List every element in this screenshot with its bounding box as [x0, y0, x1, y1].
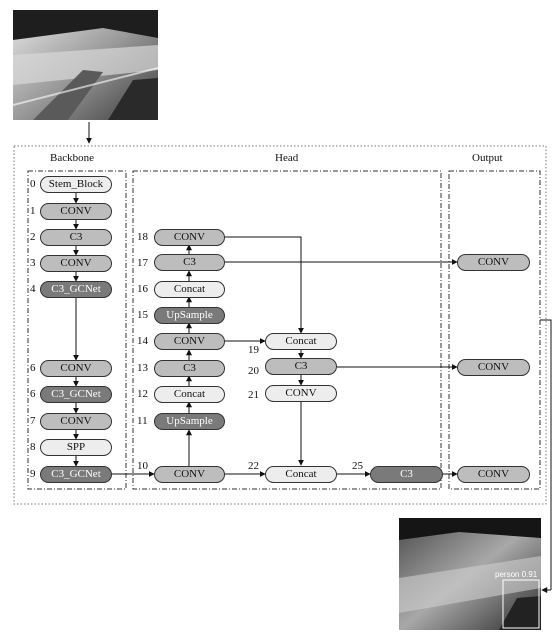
- layer-index: 13: [137, 362, 148, 374]
- result-image: person 0.91: [399, 518, 541, 630]
- node-output-conv: CONV: [457, 359, 530, 376]
- node-c3-gcnet: C3_GCNet: [40, 281, 112, 298]
- layer-index: 4: [30, 283, 36, 295]
- section-title-backbone: Backbone: [50, 152, 94, 164]
- section-title-head: Head: [275, 152, 299, 164]
- layer-index: 1: [30, 205, 36, 217]
- layer-index: 0: [30, 178, 36, 190]
- layer-index: 6: [30, 388, 36, 400]
- layer-index: 21: [248, 389, 259, 401]
- layer-index: 17: [137, 257, 148, 269]
- layer-index: 19: [248, 344, 259, 356]
- layer-index: 9: [30, 468, 36, 480]
- node-concat: Concat: [154, 281, 225, 298]
- layer-index: 18: [137, 231, 148, 243]
- node-c3: C3: [154, 360, 225, 377]
- section-title-output: Output: [472, 152, 503, 164]
- detection-label: person 0.91: [495, 570, 538, 579]
- node-c3: C3: [370, 466, 443, 483]
- node-conv: CONV: [154, 229, 225, 246]
- layer-index: 16: [137, 283, 148, 295]
- node-output-conv: CONV: [457, 466, 530, 483]
- node-spp: SPP: [40, 439, 112, 456]
- layer-index: 12: [137, 388, 148, 400]
- node-conv: CONV: [40, 203, 112, 220]
- node-concat: Concat: [265, 466, 337, 483]
- node-c3: C3: [154, 254, 225, 271]
- node-conv: CONV: [154, 333, 225, 350]
- node-c3: C3: [265, 358, 337, 375]
- layer-index: 8: [30, 441, 36, 453]
- input-photo-drawing: [13, 10, 158, 120]
- input-image: [13, 10, 158, 120]
- node-conv: CONV: [154, 466, 225, 483]
- node-conv: CONV: [265, 385, 337, 402]
- result-photo-drawing: [399, 518, 541, 630]
- node-concat: Concat: [265, 333, 337, 350]
- node-output-conv: CONV: [457, 254, 530, 271]
- node-upsample: UpSample: [154, 307, 225, 324]
- layer-index: 14: [137, 335, 148, 347]
- node-upsample: UpSample: [154, 413, 225, 430]
- node-conv: CONV: [40, 360, 112, 377]
- layer-index: 3: [30, 257, 36, 269]
- node-c3-gcnet: C3_GCNet: [40, 466, 112, 483]
- node-stem-block: Stem_Block: [40, 176, 112, 193]
- layer-index: 11: [137, 415, 148, 427]
- node-c3-gcnet: C3_GCNet: [40, 386, 112, 403]
- layer-index: 10: [137, 460, 148, 472]
- layer-index: 20: [248, 365, 259, 377]
- node-concat: Concat: [154, 386, 225, 403]
- layer-index: 6: [30, 362, 36, 374]
- node-conv: CONV: [40, 255, 112, 272]
- layer-index: 7: [30, 415, 36, 427]
- layer-index: 22: [248, 460, 259, 472]
- node-conv: CONV: [40, 413, 112, 430]
- layer-index: 15: [137, 309, 148, 321]
- layer-index: 2: [30, 231, 36, 243]
- layer-index: 25: [352, 460, 363, 472]
- node-c3: C3: [40, 229, 112, 246]
